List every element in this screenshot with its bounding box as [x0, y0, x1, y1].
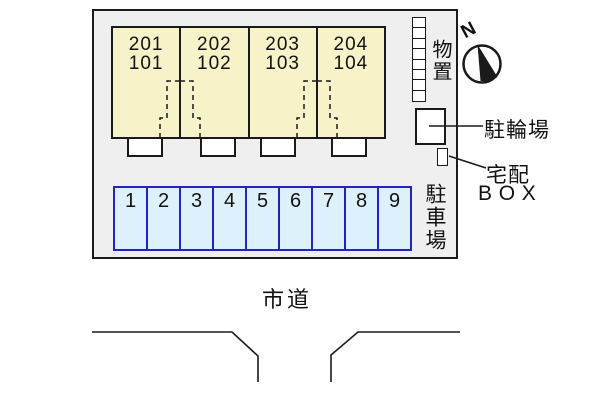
parking-stall: 3 — [181, 188, 214, 249]
unit-lower-number: 103 — [265, 52, 300, 74]
road-line-left — [92, 331, 259, 382]
stall-number: 7 — [322, 190, 335, 212]
unit-lower-number: 102 — [197, 52, 232, 74]
stall-number: 9 — [388, 190, 401, 212]
parking-stall: 4 — [214, 188, 247, 249]
parking-stall: 9 — [379, 188, 410, 249]
storage-box — [412, 89, 426, 102]
delivery-box-label-line1: 宅配 — [486, 164, 530, 187]
stall-number: 8 — [355, 190, 368, 212]
entrance-porch — [260, 137, 296, 157]
unit-201-101: 201 101 — [113, 28, 182, 137]
stall-number: 5 — [256, 190, 269, 212]
unit-202-102: 202 102 — [181, 28, 250, 137]
parking-stall: 1 — [115, 188, 148, 249]
unit-upper-number: 204 — [333, 34, 369, 55]
unit-upper-number: 202 — [197, 34, 232, 55]
stall-number: 1 — [124, 190, 137, 212]
parking-stall: 6 — [280, 188, 313, 249]
compass-circle — [462, 44, 502, 84]
stall-number: 4 — [223, 190, 236, 212]
road-line-right — [330, 331, 460, 382]
building-block: 201 101 202 102 203 103 204 104 — [111, 26, 386, 139]
bicycle-parking-box — [415, 108, 446, 145]
unit-upper-number: 203 — [265, 34, 300, 55]
parking-stall: 7 — [313, 188, 346, 249]
parking-stall: 5 — [247, 188, 280, 249]
compass-needle-icon — [477, 44, 498, 82]
entrance-porch — [331, 137, 367, 157]
unit-204-104: 204 104 — [318, 28, 384, 137]
stall-number: 6 — [289, 190, 302, 212]
city-road-label: 市道 — [262, 287, 313, 312]
unit-lower-number: 104 — [333, 52, 369, 74]
parking-stall: 8 — [346, 188, 379, 249]
bicycle-parking-label: 駐輪場 — [484, 119, 550, 142]
entrance-porch — [127, 137, 163, 157]
delivery-box-label-line2: BOX — [478, 182, 543, 205]
north-label: N — [457, 18, 480, 44]
unit-lower-number: 101 — [128, 52, 164, 74]
parking-lot-label: 駐車場 — [423, 183, 446, 252]
storage-shed-column — [412, 17, 426, 102]
stall-number: 2 — [157, 190, 170, 212]
delivery-box-rect — [437, 148, 448, 166]
parking-stall: 2 — [148, 188, 181, 249]
unit-203-103: 203 103 — [250, 28, 318, 137]
stall-number: 3 — [190, 190, 203, 212]
parking-row: 1 2 3 4 5 6 7 8 9 — [113, 186, 412, 251]
entrance-porch — [200, 137, 236, 157]
storage-label: 物置 — [429, 39, 451, 83]
unit-upper-number: 201 — [128, 34, 164, 55]
